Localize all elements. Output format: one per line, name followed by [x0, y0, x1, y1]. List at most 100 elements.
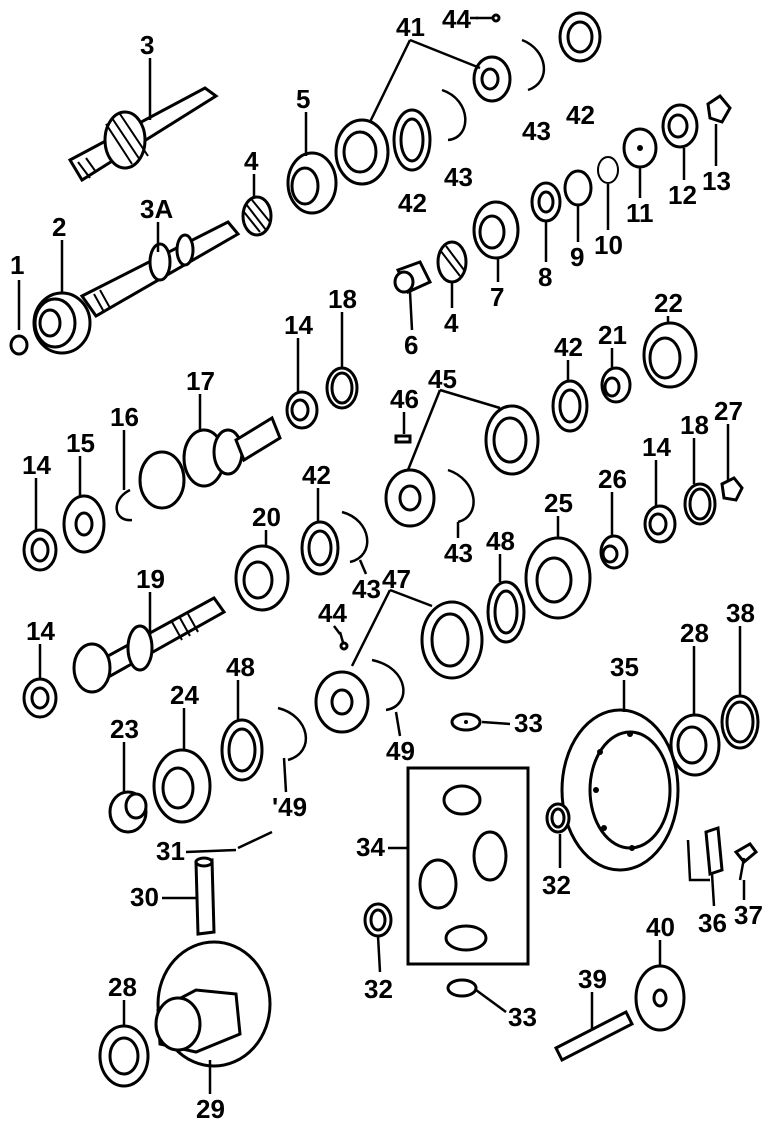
part-6-sleeve [393, 260, 433, 294]
label-part-36: 36 [698, 908, 727, 938]
label-part-47: 47 [382, 564, 411, 594]
part-3a-main-shaft [79, 220, 241, 318]
part-14-bearing-a [285, 390, 319, 430]
part-48-ring-b [220, 718, 264, 782]
label-part-35: 35 [610, 652, 639, 682]
label-part-3a: 3A [140, 194, 173, 224]
label-part-9: 9 [570, 242, 584, 272]
part-10-ring [597, 156, 619, 184]
label-part-42-b: 42 [566, 100, 595, 130]
part-28-bearing-b [98, 1024, 150, 1088]
part-9-ring [563, 169, 593, 207]
label-part-42-a: 42 [398, 188, 427, 218]
part-38-ring [720, 694, 760, 750]
label-part-25: 25 [544, 488, 573, 518]
part-41-synchro [334, 55, 512, 186]
label-part-28-a: 28 [680, 618, 709, 648]
part-24-gear [152, 748, 212, 824]
label-part-43-c: 43 [444, 538, 473, 568]
label-part-18-a: 18 [328, 284, 357, 314]
label-part-3: 3 [140, 30, 154, 60]
label-part-41: 41 [396, 12, 425, 42]
part-14-bearing-b [22, 528, 58, 572]
part-43-clips-mid [341, 468, 475, 564]
part-3-input-shaft [67, 86, 219, 183]
part-39-shaft [553, 1009, 635, 1063]
label-part-4-upper: 4 [244, 146, 259, 176]
label-part-45: 45 [428, 364, 457, 394]
part-28-bearing-a [669, 713, 721, 777]
part-labels: 1 2 3 3A 4 4 5 6 7 8 9 10 11 12 13 14 14… [10, 4, 763, 1122]
part-1-ring [9, 334, 29, 356]
part-32-washer-b [363, 902, 393, 938]
part-4-needle-bearing-lower [436, 240, 468, 284]
label-part-43-d: 43 [352, 574, 381, 604]
part-26-sleeve [599, 534, 629, 570]
label-part-10: 10 [594, 230, 623, 260]
label-part-33-a: 33 [514, 708, 543, 738]
label-part-4-lower: 4 [444, 308, 459, 338]
label-part-28-b: 28 [108, 972, 137, 1002]
part-23-plug [108, 790, 148, 834]
label-part-8: 8 [538, 262, 552, 292]
label-part-14-c: 14 [642, 432, 671, 462]
part-44-pin-mid [338, 631, 349, 651]
part-37-bolt [733, 842, 759, 881]
part-25-gear [524, 536, 592, 620]
label-part-15: 15 [66, 428, 95, 458]
label-part-14-a: 14 [284, 310, 313, 340]
part-40-gear [634, 964, 686, 1032]
label-part-21: 21 [598, 320, 627, 350]
label-part-23: 23 [110, 714, 139, 744]
part-46-key [394, 434, 412, 444]
label-part-42-c: 42 [554, 332, 583, 362]
part-49-clip-a [371, 658, 405, 712]
label-part-19: 19 [136, 564, 165, 594]
label-part-49-b: '49 [272, 792, 307, 822]
part-47-synchro [314, 600, 484, 734]
label-part-13: 13 [702, 166, 731, 196]
part-33-washer-b [446, 978, 478, 998]
part-44-pin-top [476, 13, 501, 23]
part-14-bearing-d [22, 677, 58, 719]
label-part-38: 38 [726, 598, 755, 628]
label-part-33-b: 33 [508, 1002, 537, 1032]
label-part-6: 6 [404, 330, 418, 360]
part-31-pin [237, 830, 273, 850]
part-45-synchro [384, 404, 540, 528]
part-7-gear [472, 200, 520, 260]
label-part-16: 16 [110, 402, 139, 432]
part-16-clip [115, 488, 133, 522]
part-30-pinion-shaft [194, 856, 216, 936]
part-49-clip-b [277, 706, 308, 762]
part-19-output-shaft [72, 596, 227, 694]
part-11-washer [622, 127, 658, 169]
label-part-12: 12 [668, 180, 697, 210]
label-part-14-b: 14 [22, 450, 51, 480]
label-part-18-b: 18 [680, 410, 709, 440]
label-part-44-b: 44 [318, 598, 347, 628]
label-part-34: 34 [356, 832, 385, 862]
part-20-gear [234, 544, 290, 612]
part-43-clips-top [441, 38, 545, 142]
part-12-bearing [661, 103, 699, 149]
label-part-24: 24 [170, 680, 199, 710]
part-18-ring-b [683, 482, 717, 526]
label-part-37: 37 [734, 900, 763, 930]
part-42-rings-mid [300, 379, 589, 576]
part-8-washer [530, 181, 562, 223]
label-part-27: 27 [714, 396, 743, 426]
part-35-ring-gear [560, 708, 680, 872]
part-34-gear-kit-box [406, 766, 530, 966]
label-part-20: 20 [252, 502, 281, 532]
label-part-43-b: 43 [522, 116, 551, 146]
label-part-43-a: 43 [444, 162, 473, 192]
label-part-2: 2 [52, 212, 66, 242]
label-part-39: 39 [578, 964, 607, 994]
leader-lines [17, 16, 746, 1094]
label-part-30: 30 [130, 882, 159, 912]
label-part-49-a: 49 [386, 736, 415, 766]
part-13-nut [706, 94, 732, 124]
label-part-46: 46 [390, 384, 419, 414]
